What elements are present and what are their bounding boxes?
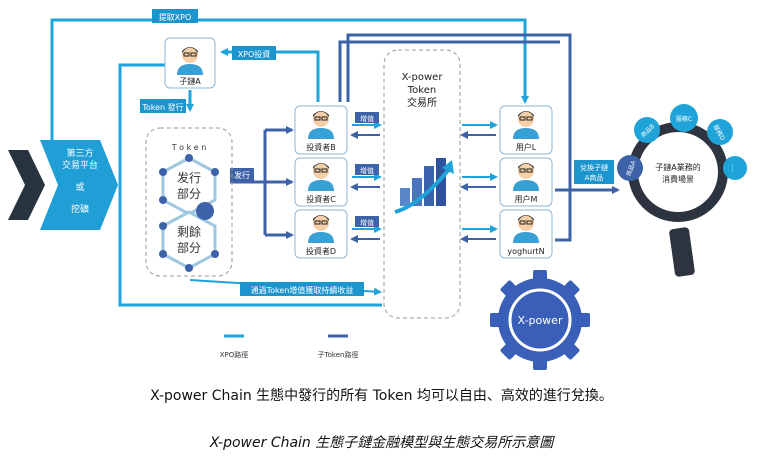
gear-text: X-power xyxy=(518,314,563,327)
legend: XPO路徑 子Token路徑 xyxy=(220,334,359,359)
token-top-inner xyxy=(338,40,560,102)
xpo-invest-label: XPO投資 xyxy=(232,46,276,60)
platform-arrow xyxy=(40,140,118,230)
token-top-return xyxy=(346,33,572,242)
bottom-profit-text: 通過Token增值獲取持續收益 xyxy=(251,285,354,295)
user-n-label: yoghurtN xyxy=(507,247,544,256)
issue-label: 发行 xyxy=(230,168,254,181)
appreciation-c: 增值 xyxy=(360,166,374,175)
growth-chart-icon xyxy=(394,158,454,214)
main-caption: X-power Chain 生態中發行的所有 Token 均可以自由、高效的進行… xyxy=(150,388,613,404)
investor-b-label: 投資者B xyxy=(306,142,336,152)
bottom-profit-label: 通過Token增值獲取持續收益 xyxy=(240,282,364,296)
user-m-label: 用户M xyxy=(515,194,538,204)
issued-part-1: 部分 xyxy=(177,186,201,201)
platform-line-1: 交易平台 xyxy=(62,159,98,171)
chain-a-label: 子鏈A xyxy=(179,76,201,86)
investor-c-label: 投資者C xyxy=(306,194,336,204)
magnifier-text-0: 子鏈A業務的 xyxy=(655,162,700,172)
top-label: 提取XPO xyxy=(152,9,198,23)
token-issue-label: Token 發行 xyxy=(140,99,186,113)
user-l-label: 用户L xyxy=(516,142,537,152)
investor-d: 投資者D xyxy=(294,209,348,259)
chevron-icon xyxy=(8,150,45,220)
exchange-goods-0: 兌換子鏈 xyxy=(580,163,608,172)
remaining-part-1: 部分 xyxy=(177,240,201,255)
user-m: 用户M xyxy=(499,157,553,207)
exchange-title-2: 交易所 xyxy=(407,96,437,109)
third-party-platform: 第三方 交易平台 或 挖礦 xyxy=(8,140,118,230)
user-l: 用户L xyxy=(499,105,553,155)
bubble-4: … xyxy=(730,165,738,172)
figure-title: X-power Chain 生態子鏈金融模型與生態交易所示意圖 xyxy=(209,435,554,451)
legend-token: 子Token路徑 xyxy=(318,350,359,359)
investor-d-label: 投資者D xyxy=(306,246,336,256)
platform-line-3: 挖礦 xyxy=(71,203,89,215)
investor-b: 投資者B xyxy=(294,105,348,155)
token-word: T o k e n xyxy=(171,143,207,152)
scenario-bubbles: 商品A 商品B 服務C 服務D … xyxy=(617,104,747,181)
issue-label-text: 发行 xyxy=(234,170,250,180)
exchange-title-0: X-power xyxy=(402,72,444,83)
exchange-title-1: Token xyxy=(407,85,436,96)
exchange-goods-label: 兌換子鏈 A商品 xyxy=(574,160,614,184)
gear-icon: X-power xyxy=(490,270,590,370)
remaining-part-0: 剩餘 xyxy=(177,224,201,239)
token-issue-text: Token 發行 xyxy=(141,102,183,112)
bubble-2: 服務C xyxy=(676,115,692,123)
magnifier-icon: 子鏈A業務的 消費場景 xyxy=(628,122,728,277)
legend-xpo: XPO路徑 xyxy=(220,350,249,359)
platform-line-2: 或 xyxy=(75,181,84,193)
magnifier-text-1: 消費場景 xyxy=(662,174,694,184)
platform-line-0: 第三方 xyxy=(66,147,93,159)
exchange-arrows xyxy=(350,121,498,243)
chain-a-node: 子鏈A xyxy=(164,37,216,89)
issued-part-0: 发行 xyxy=(177,170,201,185)
token-pool: T o k e n 发行 部分 剩餘 部分 xyxy=(145,127,233,277)
xpo-invest-text: XPO投資 xyxy=(238,49,271,59)
appreciation-d: 增值 xyxy=(360,218,374,227)
exchange: X-power Token 交易所 xyxy=(383,49,461,319)
xpo-left-return xyxy=(118,63,382,307)
top-label-text: 提取XPO xyxy=(159,12,192,22)
user-n: yoghurtN xyxy=(499,209,553,259)
appreciation-b: 增值 xyxy=(360,114,374,123)
token-paths xyxy=(230,33,620,242)
xpo-top-loop xyxy=(50,18,529,140)
appreciation-labels: 增值 增值 增值 xyxy=(355,112,379,227)
investor-c: 投資者C xyxy=(294,157,348,207)
exchange-goods-1: A商品 xyxy=(585,173,604,182)
